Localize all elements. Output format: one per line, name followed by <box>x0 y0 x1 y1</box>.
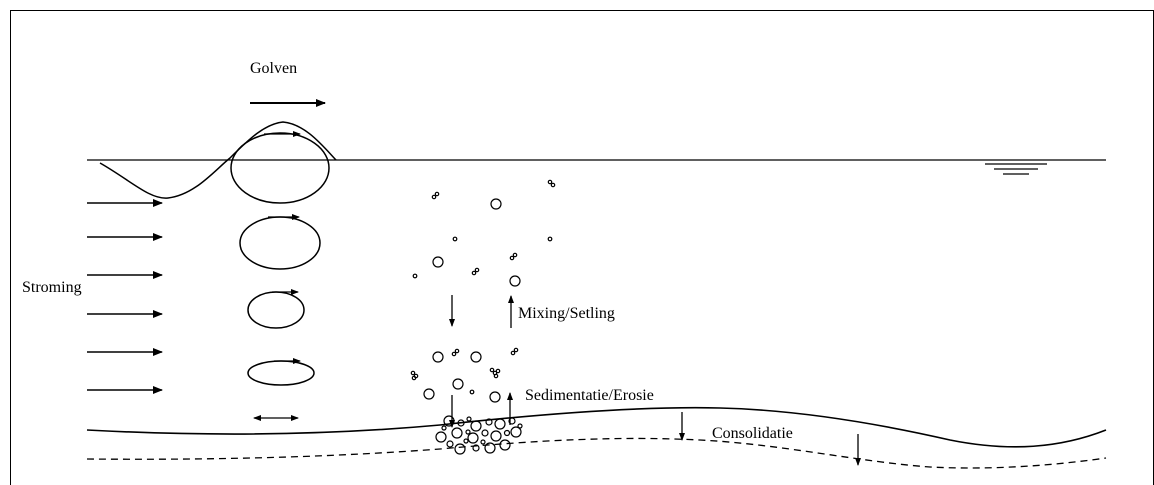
orbital-circle-1 <box>230 132 330 204</box>
bed-line <box>86 406 1107 448</box>
current-arrows <box>87 199 163 394</box>
sedimentation-label: Sedimentatie/Erosie <box>525 387 654 404</box>
orbital-circle-3 <box>247 291 305 329</box>
orbital-circle-4 <box>247 360 315 386</box>
consolidation-label: Consolidatie <box>712 425 793 442</box>
orbital-circle-2 <box>239 216 321 270</box>
deposited-particle-pile <box>435 415 523 455</box>
water-level-symbol <box>985 163 1047 175</box>
suspended-particles <box>410 179 556 403</box>
waves-label: Golven <box>250 60 297 77</box>
wave-profile <box>99 121 337 199</box>
current-label: Stroming <box>22 279 82 296</box>
consolidated-layer-line <box>86 437 1107 469</box>
mixing-label: Mixing/Setling <box>518 305 615 322</box>
